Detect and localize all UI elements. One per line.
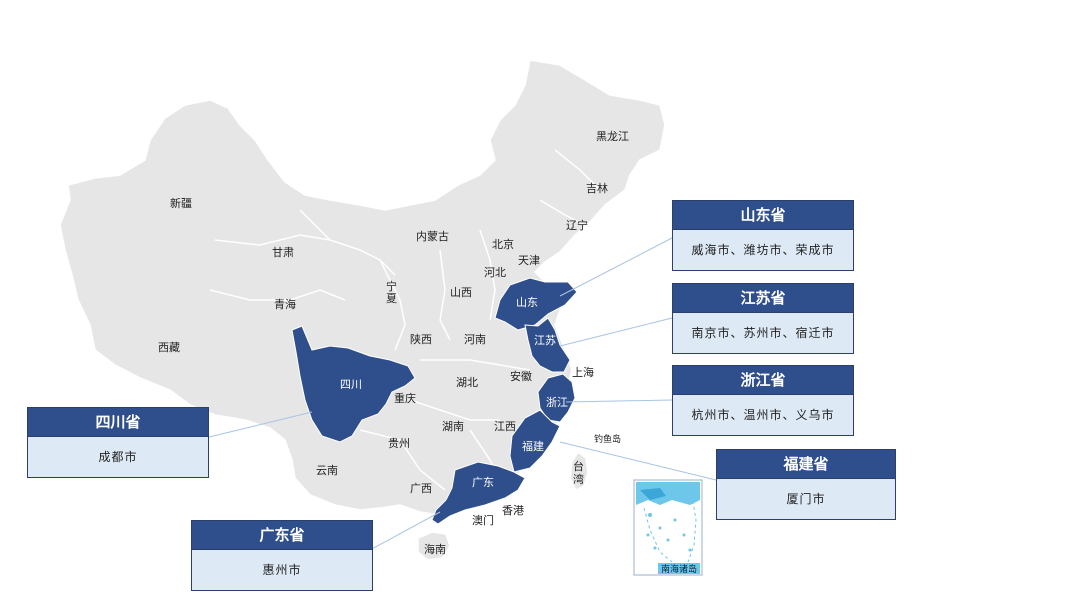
callout-title: 广东省 xyxy=(192,521,372,550)
province-sichuan xyxy=(291,325,416,443)
label-macau: 澳门 xyxy=(472,513,494,527)
callout-cities: 南京市、苏州市、宿迁市 xyxy=(691,326,835,340)
callout-title: 浙江省 xyxy=(673,366,853,395)
label-shaanxi: 陕西 xyxy=(410,332,432,346)
label-gansu: 甘肃 xyxy=(272,246,294,259)
province-jiangsu xyxy=(524,317,571,373)
callout-cities: 惠州市 xyxy=(262,563,302,577)
callout-title: 福建省 xyxy=(717,450,895,479)
label-shanghai: 上海 xyxy=(572,365,594,379)
label-chongqing: 重庆 xyxy=(394,391,416,405)
label-guangdong: 广东 xyxy=(472,476,494,489)
label-jiangxi: 江西 xyxy=(494,420,516,433)
label-liaoning: 辽宁 xyxy=(566,218,588,232)
label-xinjiang: 新疆 xyxy=(170,196,192,210)
label-ningxia-2: 夏 xyxy=(386,292,397,305)
callout-cities: 厦门市 xyxy=(786,492,826,506)
hainan-island xyxy=(417,531,451,561)
label-hubei: 湖北 xyxy=(456,376,478,389)
label-jilin: 吉林 xyxy=(586,181,608,195)
province-guangdong xyxy=(431,461,526,525)
label-tianjin: 天津 xyxy=(518,254,540,267)
callout-cities: 杭州市、温州市、义乌市 xyxy=(691,408,835,422)
label-diaoyudao: 钓鱼岛 xyxy=(594,433,621,445)
south-china-sea-inset: 南海诸岛 xyxy=(633,479,703,576)
callout-sichuan: 四川省 成都市 xyxy=(27,407,209,478)
label-fujian: 福建 xyxy=(522,439,544,453)
callout-zhejiang: 浙江省 杭州市、温州市、义乌市 xyxy=(672,365,854,436)
callout-cities: 成都市 xyxy=(98,450,138,464)
label-yunnan: 云南 xyxy=(316,464,338,477)
label-anhui: 安徽 xyxy=(510,369,532,383)
label-qinghai: 青海 xyxy=(274,297,296,311)
callout-jiangsu: 江苏省 南京市、苏州市、宿迁市 xyxy=(672,283,854,354)
taiwan-island xyxy=(569,450,589,492)
label-jiangsu: 江苏 xyxy=(534,334,556,347)
label-hongkong: 香港 xyxy=(502,504,524,517)
label-ningxia-1: 宁 xyxy=(386,279,397,293)
label-shanxi: 山西 xyxy=(450,286,472,299)
province-zhejiang xyxy=(537,373,576,423)
label-taiwan-1: 台 xyxy=(573,459,584,473)
label-hebei: 河北 xyxy=(484,266,506,279)
label-hainan: 海南 xyxy=(424,542,446,556)
callout-title: 江苏省 xyxy=(673,284,853,313)
province-shandong xyxy=(494,277,578,331)
label-shandong: 山东 xyxy=(516,296,538,309)
callout-guangdong: 广东省 惠州市 xyxy=(191,520,373,591)
callout-shandong: 山东省 威海市、潍坊市、荣成市 xyxy=(672,200,854,271)
label-beijing: 北京 xyxy=(492,237,514,251)
label-heilongjiang: 黑龙江 xyxy=(596,130,629,143)
callout-title: 山东省 xyxy=(673,201,853,230)
label-zhejiang: 浙江 xyxy=(546,396,568,409)
label-sichuan: 四川 xyxy=(340,378,362,391)
label-xizang: 西藏 xyxy=(158,341,180,354)
leader-lines xyxy=(204,237,717,551)
callout-fujian: 福建省 厦门市 xyxy=(716,449,896,520)
label-nanhai: 南海诸岛 xyxy=(661,563,697,575)
province-labels: 黑龙江 吉林 辽宁 内蒙古 北京 天津 河北 山西 山东 宁 夏 甘肃 新疆 青… xyxy=(158,130,629,556)
callout-title: 四川省 xyxy=(28,408,208,437)
label-taiwan-2: 湾 xyxy=(573,472,584,486)
china-land xyxy=(59,59,666,516)
province-borders xyxy=(209,149,601,491)
label-guizhou: 贵州 xyxy=(388,437,410,450)
label-hunan: 湖南 xyxy=(442,420,464,433)
label-henan: 河南 xyxy=(464,333,486,346)
label-guangxi: 广西 xyxy=(410,482,432,495)
label-neimenggu: 内蒙古 xyxy=(416,229,449,243)
province-fujian xyxy=(509,409,561,473)
callout-cities: 威海市、潍坊市、荣成市 xyxy=(691,243,835,257)
